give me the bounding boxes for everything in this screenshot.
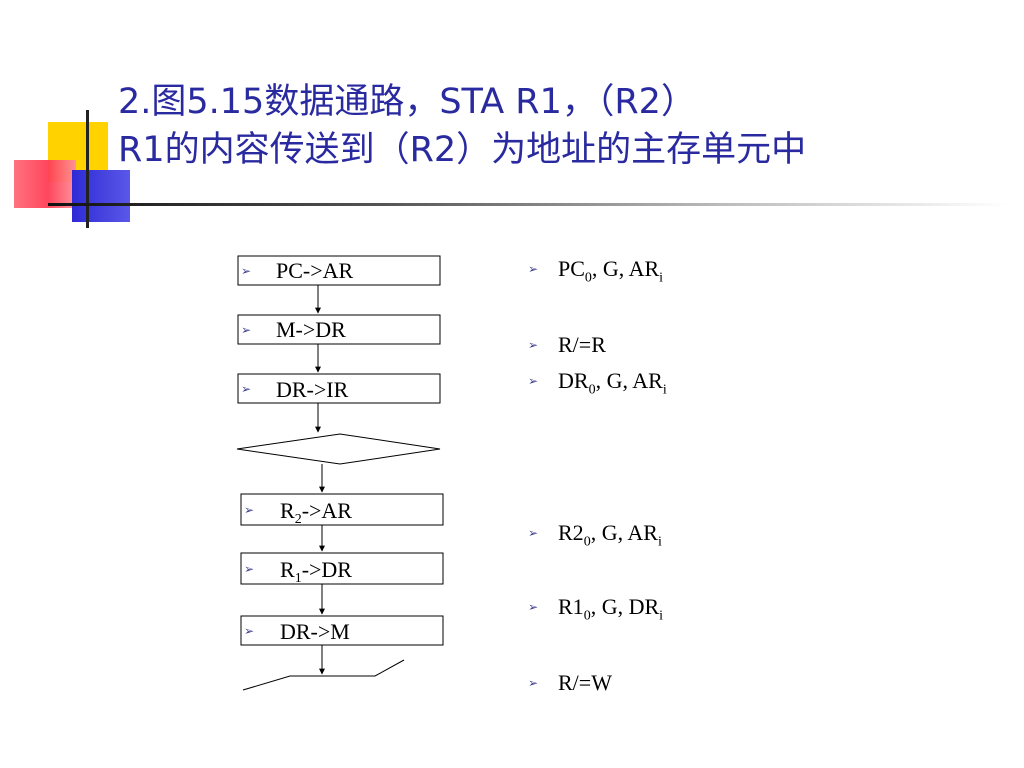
end-terminator xyxy=(242,659,405,691)
step-label: M->DR xyxy=(276,317,346,342)
step-bullet-icon: ➢ xyxy=(241,264,251,278)
step-bullet-icon: ➢ xyxy=(241,382,251,396)
title-line-2: R1的内容传送到（R2）为地址的主存单元中 xyxy=(118,130,807,170)
step-m-to-dr: ➢ M->DR xyxy=(237,314,441,345)
step-label: R2->AR xyxy=(280,498,352,527)
signal-line-6: ➢R/=W xyxy=(528,670,612,695)
step-label: PC->AR xyxy=(276,258,354,283)
bullet-arrow-icon: ➢ xyxy=(528,676,539,690)
signal-line-1: ➢PC0, G, ARi xyxy=(528,256,664,286)
bullet-arrow-icon: ➢ xyxy=(528,338,539,352)
bullet-arrow-icon: ➢ xyxy=(528,526,539,540)
title-line-1: 2.图5.15数据通路，STA R1，（R2） xyxy=(118,82,696,122)
step-bullet-icon: ➢ xyxy=(241,323,251,337)
signal-line-5: ➢R10, G, DRi xyxy=(528,594,664,624)
step-bullet-icon: ➢ xyxy=(244,562,254,576)
title-underline xyxy=(48,203,1008,206)
step-r1-to-dr: ➢ R1->DR xyxy=(240,552,444,586)
signal-line-3: ➢DR0, G, ARi xyxy=(528,368,667,398)
signal-line-2: ➢R/=R xyxy=(528,332,606,357)
decor-blue-square xyxy=(72,170,130,222)
signal-line-4: ➢R20, G, ARi xyxy=(528,520,662,550)
step-label: DR->M xyxy=(280,619,350,644)
bullet-arrow-icon: ➢ xyxy=(528,262,539,276)
step-dr-to-ir: ➢ DR->IR xyxy=(237,373,441,404)
decor-vertical-line xyxy=(86,110,89,228)
step-dr-to-m: ➢ DR->M xyxy=(240,615,444,646)
step-label: R1->DR xyxy=(280,557,352,586)
decor-red-square xyxy=(14,160,76,208)
step-bullet-icon: ➢ xyxy=(244,503,254,517)
step-pc-to-ar: ➢ PC->AR xyxy=(237,255,441,286)
step-bullet-icon: ➢ xyxy=(244,624,254,638)
bullet-arrow-icon: ➢ xyxy=(528,600,539,614)
decision-diamond xyxy=(236,433,441,465)
step-r2-to-ar: ➢ R2->AR xyxy=(240,493,444,527)
bullet-arrow-icon: ➢ xyxy=(528,374,539,388)
slide-title: 2.图5.15数据通路，STA R1，（R2） R1的内容传送到（R2）为地址的… xyxy=(118,78,1018,174)
step-label: DR->IR xyxy=(276,377,349,402)
